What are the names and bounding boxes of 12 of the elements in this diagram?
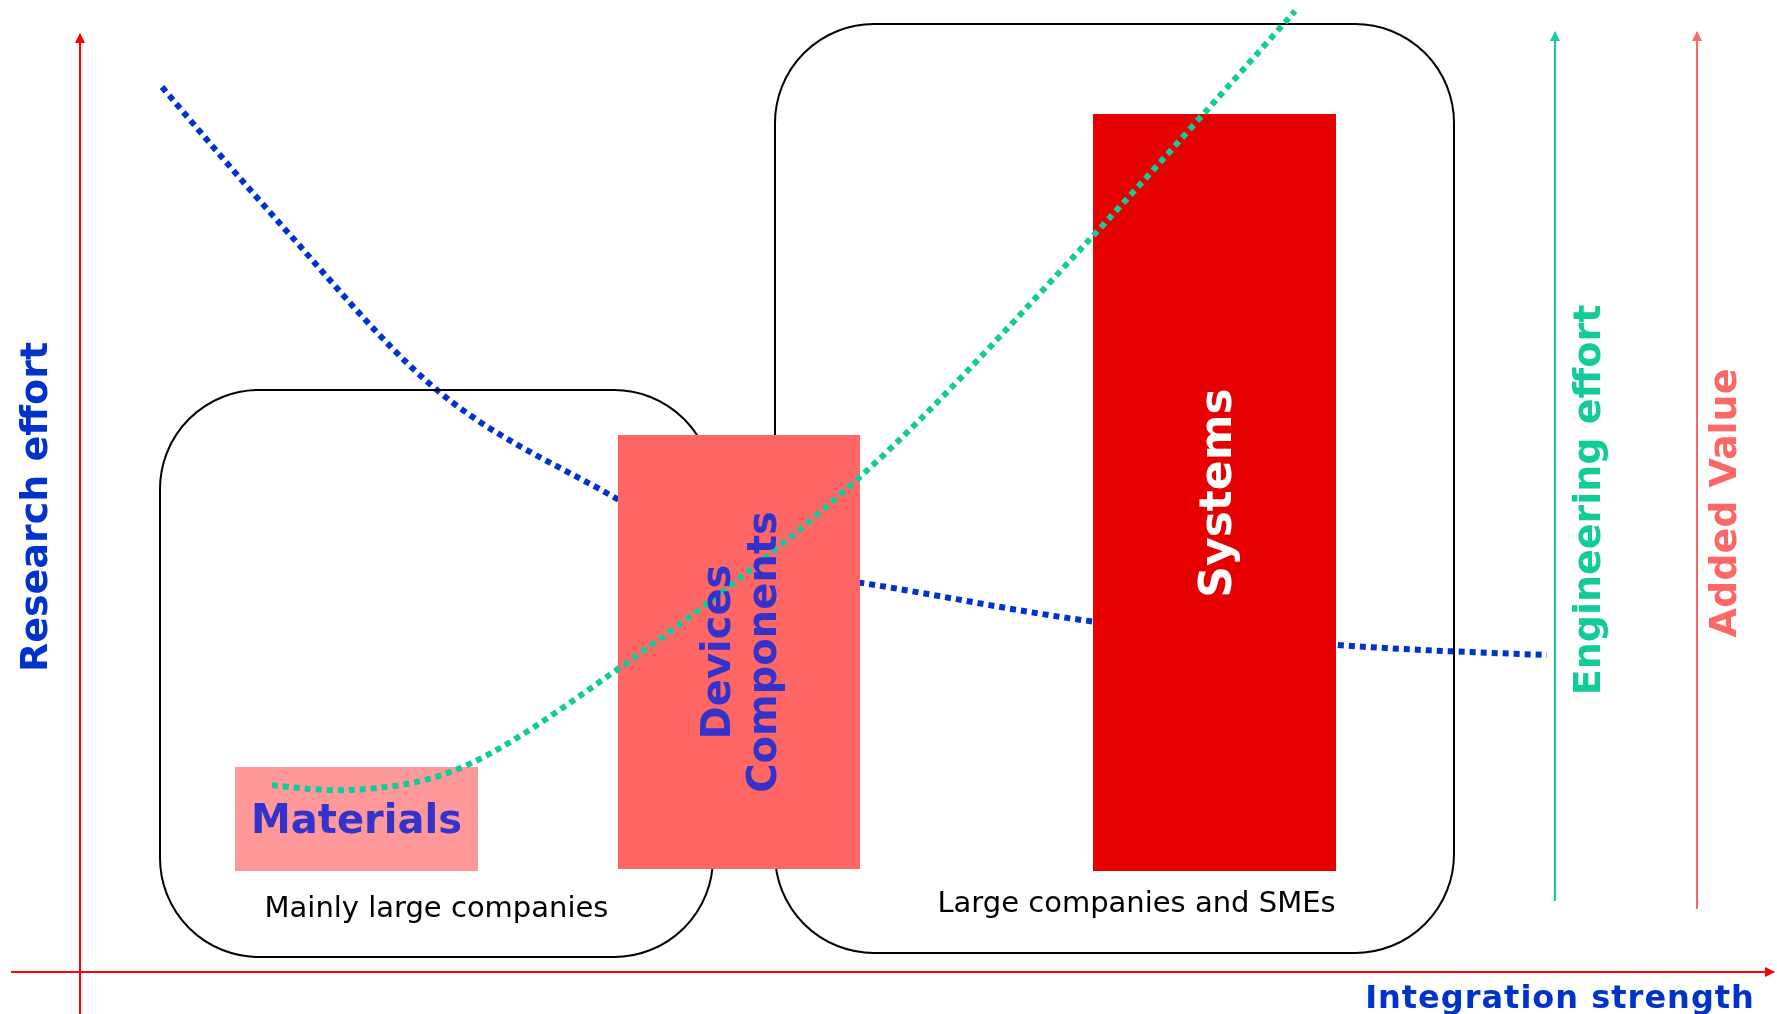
systems-block	[1093, 114, 1336, 871]
block-label: Devices Components	[693, 510, 785, 795]
devices-components-block	[618, 435, 860, 869]
materials-block	[235, 767, 478, 871]
x-axis-title: Integration strength	[1365, 978, 1755, 1014]
group-label: Large companies and SMEs	[937, 885, 1336, 919]
block-label: Systems	[1189, 387, 1240, 598]
axis-title: Engineering effort	[1565, 304, 1609, 696]
block-label: Materials	[251, 796, 462, 842]
group-label: Mainly large companies	[264, 890, 609, 924]
y-axis-title: Research effort	[12, 341, 56, 673]
axis-title: Added Value	[1701, 368, 1745, 638]
